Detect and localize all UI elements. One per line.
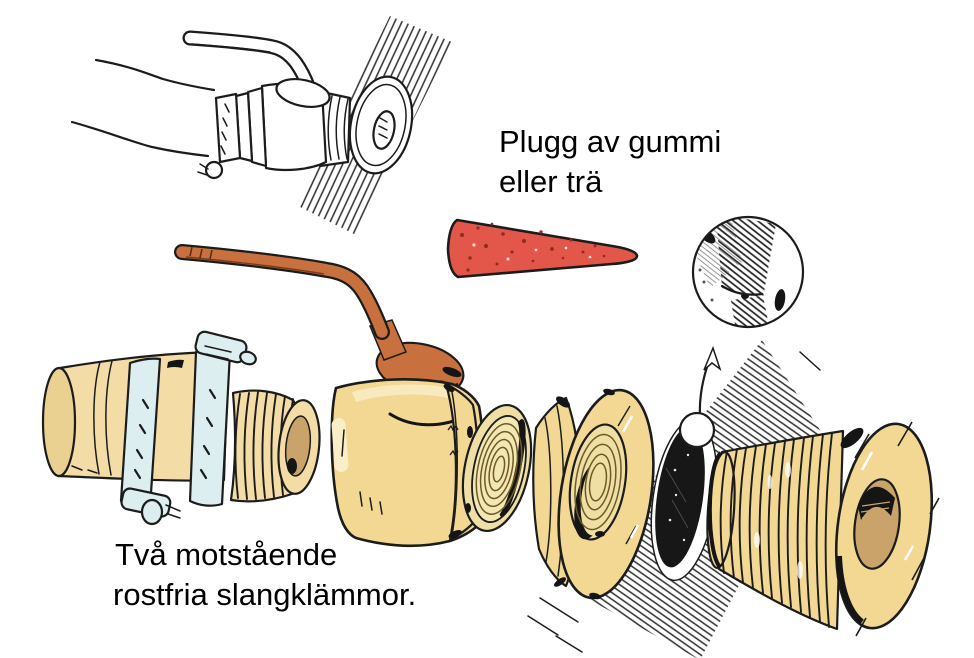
plug-label-line2: eller trä	[499, 164, 603, 199]
hull-detail-inset	[691, 215, 805, 329]
installed-hose	[94, 58, 216, 92]
rubber-or-wood-plug	[446, 218, 639, 279]
plug-speckles	[460, 222, 606, 272]
inset-wood-section	[716, 217, 776, 298]
through-hull-threaded-tube	[717, 429, 845, 631]
arrow-head	[703, 345, 722, 372]
clamps-label-line2: rostfria slangklämmor.	[113, 577, 416, 612]
installed-clamp	[214, 92, 242, 164]
ball-valve	[174, 244, 533, 548]
hull-section	[527, 340, 821, 658]
hull-hole	[655, 426, 705, 568]
tube-threads	[719, 432, 833, 628]
valve-body	[330, 378, 485, 548]
plug-cone	[446, 218, 639, 279]
plug-label-line1: Plugg av gummi	[499, 124, 721, 159]
hose-end	[41, 366, 77, 478]
flange-nut	[532, 388, 655, 600]
hose-clamp-right	[188, 348, 232, 507]
hose-with-clamps	[41, 330, 321, 526]
installed-assembly-drawing	[70, 16, 452, 235]
clamps-label-line1: Två motstående	[115, 537, 337, 572]
through-hull-fitting	[706, 421, 940, 637]
inset-circle-border	[691, 215, 805, 329]
bedding-ball	[678, 411, 716, 449]
